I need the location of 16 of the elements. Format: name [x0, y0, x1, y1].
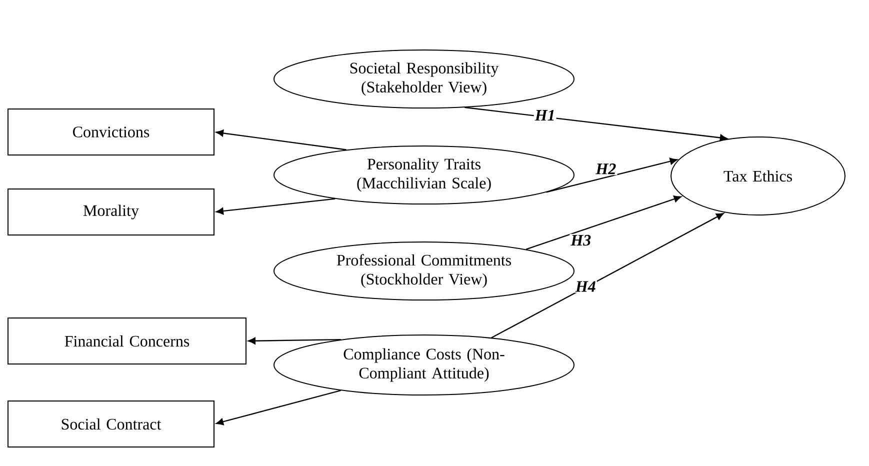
arrow — [464, 106, 728, 142]
edge-label: H2 — [594, 162, 618, 176]
edge-label: H3 — [570, 234, 592, 247]
edge-label: H1 — [534, 108, 556, 122]
arrow — [248, 337, 341, 344]
edge-label: H4 — [574, 280, 597, 293]
arrow — [216, 130, 346, 150]
indicator-box: Morality — [8, 188, 214, 236]
arrow — [216, 390, 342, 426]
indicator-box: Convictions — [8, 108, 214, 156]
indicator-box: Financial Concerns — [8, 318, 246, 364]
arrow — [491, 212, 724, 338]
arrow — [546, 158, 678, 193]
arrow — [216, 198, 336, 215]
arrow — [526, 196, 682, 250]
indicator-box: Social Contract — [8, 400, 214, 448]
